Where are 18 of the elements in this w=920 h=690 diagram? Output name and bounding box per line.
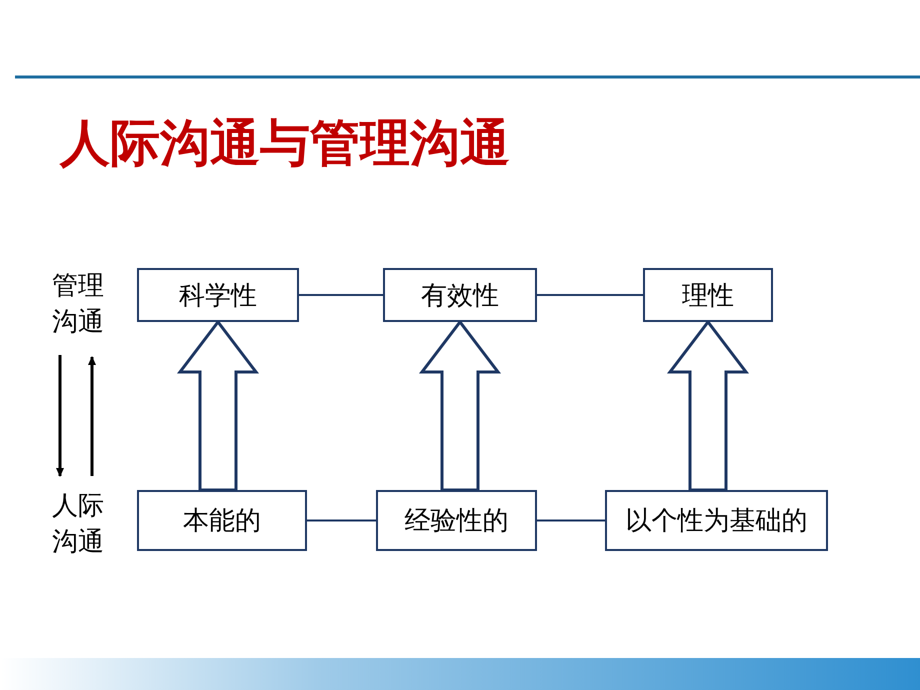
connector-line	[537, 294, 643, 296]
block-arrow	[176, 320, 260, 492]
side-label: 人际沟通	[45, 488, 111, 560]
arrow	[88, 356, 96, 476]
process-box: 理性	[643, 268, 773, 322]
title: 人际沟通与管理沟通	[60, 112, 510, 174]
process-box: 以个性为基础的	[605, 490, 828, 551]
process-box: 有效性	[383, 268, 537, 322]
connector-line	[307, 520, 376, 522]
process-box: 经验性的	[376, 490, 537, 551]
arrow	[56, 355, 64, 477]
side-label: 管理沟通	[45, 268, 111, 340]
block-arrow	[666, 320, 750, 492]
connector-line	[537, 520, 605, 522]
connector-line	[299, 294, 383, 296]
block-arrow	[418, 320, 502, 492]
process-box: 本能的	[137, 490, 307, 551]
process-box: 科学性	[137, 268, 299, 322]
